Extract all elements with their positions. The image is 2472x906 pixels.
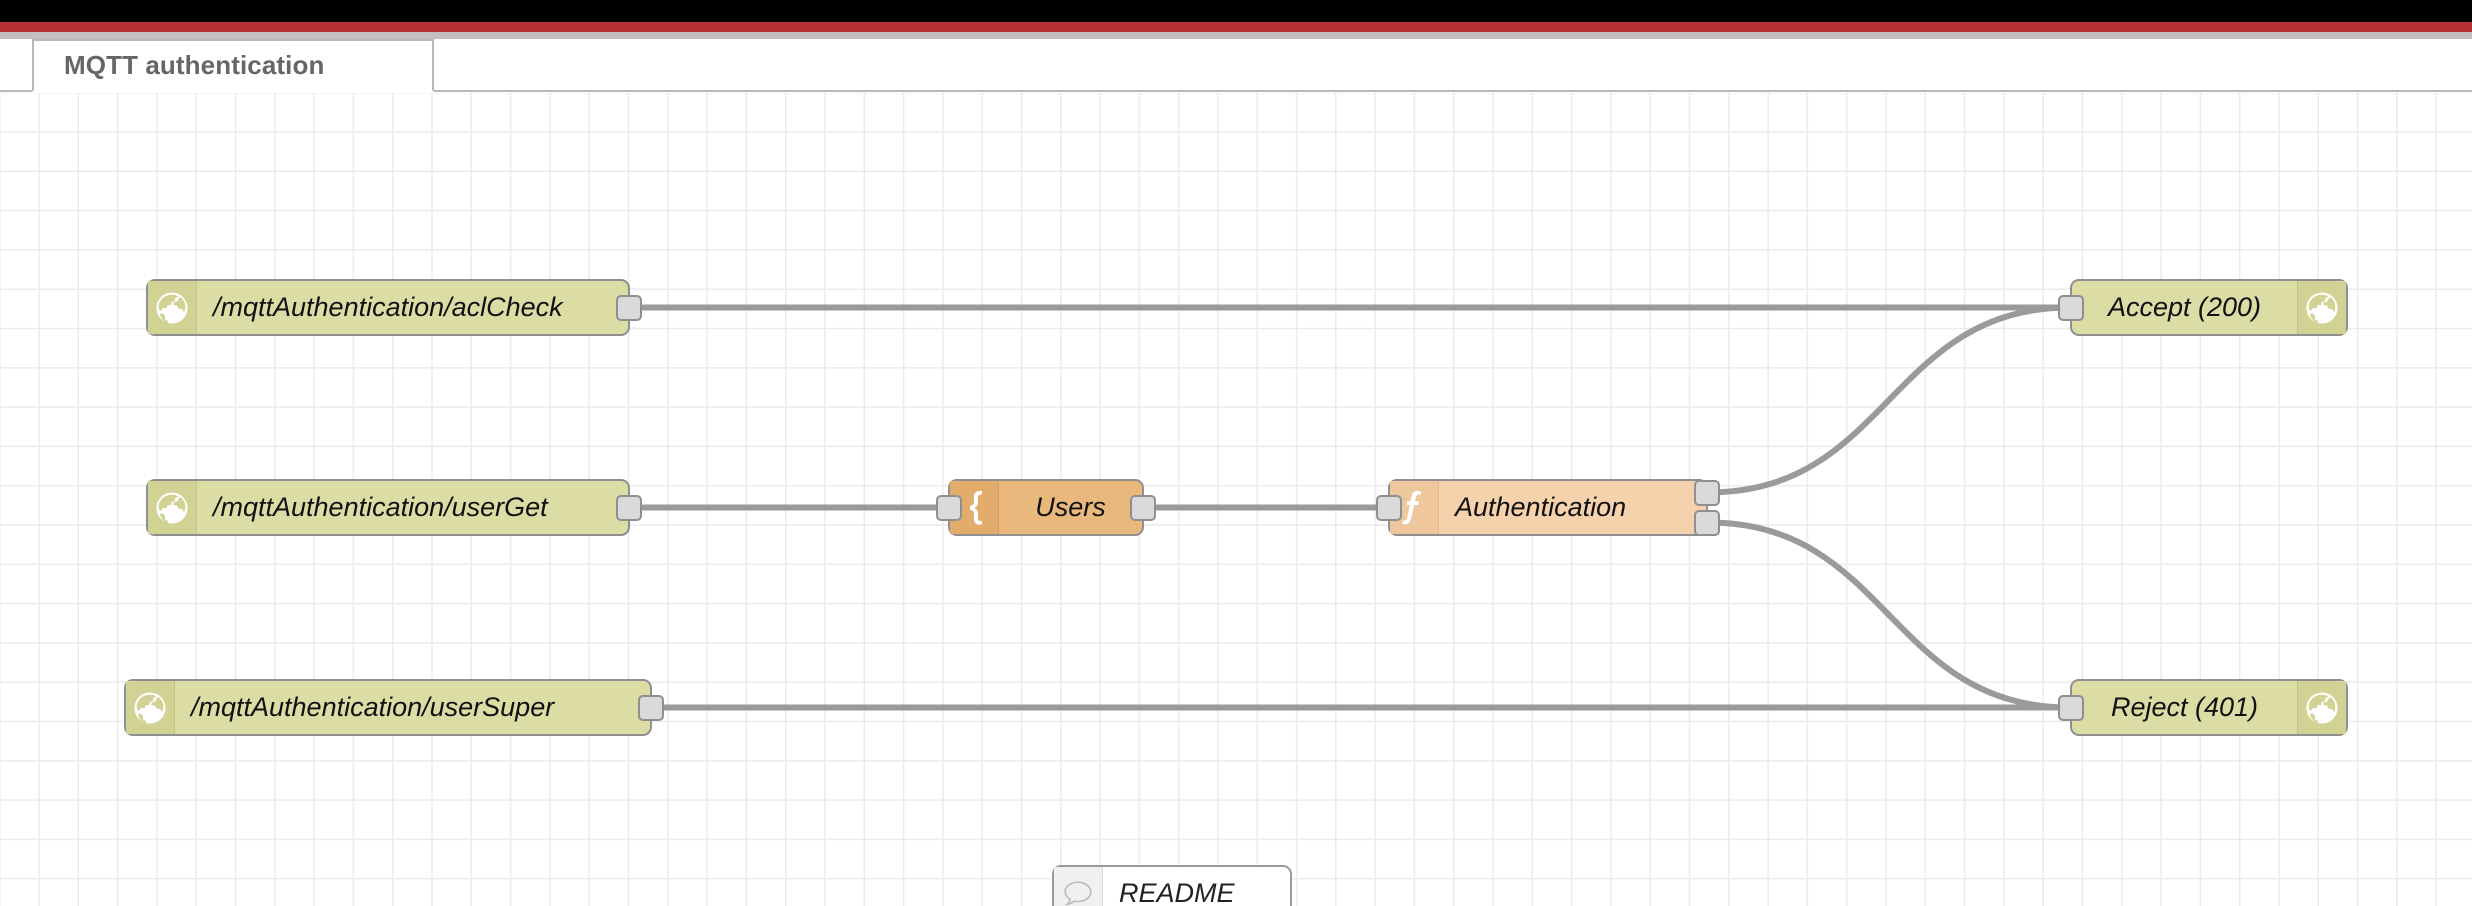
comment-bubble-icon — [1054, 867, 1103, 906]
output-port-aclcheck-0[interactable] — [616, 294, 642, 321]
flow-node-label: Reject (401) — [2110, 692, 2259, 722]
flow-node-label: /mqttAuthentication/userGet — [213, 492, 548, 522]
flow-node-users[interactable]: Users — [948, 479, 1144, 536]
globe-icon-svg — [2306, 691, 2338, 724]
output-port-authentication-0[interactable] — [1694, 479, 1720, 506]
flow-canvas[interactable]: /mqttAuthentication/aclCheck /mqttAuthen… — [0, 93, 2472, 906]
comment-bubble-icon-svg — [1064, 880, 1092, 906]
output-port-usersuper-0[interactable] — [638, 694, 664, 721]
window-title-bar — [0, 0, 2472, 22]
globe-icon-svg — [134, 691, 166, 724]
toolbar-divider — [0, 32, 2472, 39]
flow-node-label: README — [1119, 878, 1235, 906]
globe-icon — [126, 681, 175, 734]
flow-node-label: /mqttAuthentication/userSuper — [191, 692, 555, 722]
input-port-reject[interactable] — [2058, 694, 2084, 721]
globe-icon-svg — [156, 491, 188, 524]
flow-node-usersuper[interactable]: /mqttAuthentication/userSuper — [124, 679, 652, 736]
input-port-accept[interactable] — [2058, 294, 2084, 321]
flow-node-aclcheck[interactable]: /mqttAuthentication/aclCheck — [146, 279, 630, 336]
flow-node-readme[interactable]: README — [1052, 865, 1292, 906]
input-port-authentication[interactable] — [1376, 494, 1402, 521]
globe-icon — [2297, 281, 2346, 334]
tab-label: MQTT authentication — [64, 50, 325, 80]
flow-node-authentication[interactable]: Authentication — [1388, 479, 1708, 536]
flow-node-label: Users — [1035, 492, 1106, 522]
globe-icon — [2297, 681, 2346, 734]
globe-icon-svg — [2306, 291, 2338, 324]
wire-authentication-to-reject[interactable] — [1705, 519, 2073, 711]
output-port-userget-0[interactable] — [616, 494, 642, 521]
flow-node-reject[interactable]: Reject (401) — [2070, 679, 2348, 736]
function-icon-svg — [1402, 490, 1422, 524]
tab-mqtt-authentication[interactable]: MQTT authentication — [32, 39, 434, 92]
output-port-authentication-1[interactable] — [1694, 509, 1720, 536]
brand-accent-bar — [0, 22, 2472, 32]
flow-node-label: Accept (200) — [2107, 292, 2262, 322]
wire-authentication-to-accept[interactable] — [1705, 304, 2073, 496]
brace-icon-svg — [969, 490, 982, 525]
flow-node-label: /mqttAuthentication/aclCheck — [213, 292, 563, 322]
input-port-users[interactable] — [936, 494, 962, 521]
output-port-users-0[interactable] — [1130, 494, 1156, 521]
globe-icon-svg — [156, 291, 188, 324]
globe-icon — [148, 281, 197, 334]
globe-icon — [148, 481, 197, 534]
flow-tab-bar: MQTT authentication — [0, 39, 2472, 92]
flow-node-label: Authentication — [1455, 492, 1627, 522]
flow-node-accept[interactable]: Accept (200) — [2070, 279, 2348, 336]
brace-icon — [950, 481, 999, 534]
flow-node-userget[interactable]: /mqttAuthentication/userGet — [146, 479, 630, 536]
